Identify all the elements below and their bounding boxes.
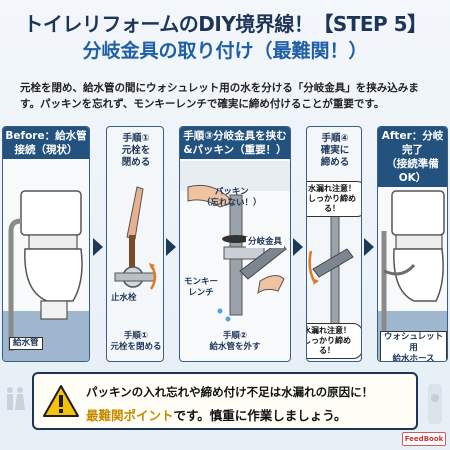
label-supply-pipe: 給水管 xyxy=(9,337,43,350)
water-meter-icon xyxy=(428,384,442,424)
step1-head: 手順① 元栓を 閉める xyxy=(121,133,151,168)
panel-before-head: Before：給水管接続（現状） xyxy=(3,127,89,159)
step3-head: 手順③分岐金具を挟む &パッキン（重要！） xyxy=(180,127,290,159)
label-washlet-hose: ウォシュレット用 給水ホース xyxy=(380,331,447,361)
label-monkey-wrench: モンキー レンチ xyxy=(184,277,219,298)
feedbook-logo: FeedBook xyxy=(402,432,446,446)
warning-emphasis: 最難関ポイント xyxy=(86,408,174,423)
panels-row: Before：給水管接続（現状） 給水管 手順① 元栓を 閉める 止水栓 手順①… xyxy=(2,126,448,366)
valve-hand-illustration xyxy=(114,186,157,290)
arrow-4 xyxy=(364,238,374,256)
warning-line2-rest: です。慎重に作業しましょう。 xyxy=(173,408,347,423)
step2-caption: 手順② 給水管を外す xyxy=(209,331,261,352)
step1-caption: 手順① 元栓を閉める xyxy=(110,331,162,352)
panel-step1: 手順① 元栓を 閉める 止水栓 手順① 元栓を閉める xyxy=(106,126,164,362)
warning-line2: 最難関ポイントです。慎重に作業しましょう。 xyxy=(86,405,347,424)
panel-after-head: After：分岐完了 （接続準備OK） xyxy=(378,127,447,187)
warning-triangle-icon xyxy=(43,385,79,417)
bathroom-sign-icon xyxy=(7,387,25,410)
panel-step4: 手順④ 確実に 締める 水漏れ注意！ しっかり締める！ 水漏れ注意！ しっかり締… xyxy=(306,126,362,362)
arrow-1 xyxy=(93,238,103,256)
page-title-line1: トイレリフォームのDIY境界線！【STEP 5】 xyxy=(23,12,427,36)
bubble-leak-warning-bottom: 水漏れ注意！ しっかり締める！ xyxy=(307,323,361,359)
arrow-2 xyxy=(166,238,176,256)
fitting-install-illustration xyxy=(180,161,290,322)
page-title-line2: 分岐金具の取り付け（最難関！） xyxy=(82,40,368,62)
label-packing: パッキン （忘れない！） xyxy=(202,187,262,208)
label-stop-valve: 止水栓 xyxy=(111,293,137,303)
panel-before: Before：給水管接続（現状） 給水管 xyxy=(2,126,90,362)
step4-head: 手順④ 確実に 締める xyxy=(320,133,350,168)
bubble-leak-warning-top: 水漏れ注意！ しっかり締める！ xyxy=(307,181,361,217)
warning-box: パッキンの入れ忘れや締め付け不足は水漏れの原因に！ 最難関ポイントです。慎重に作… xyxy=(32,372,418,430)
intro-text: 元栓を閉め、給水管の間にウォシュレット用の水を分ける「分岐金具」を挟み込みます。… xyxy=(20,82,419,110)
toilet-before-illustration xyxy=(3,190,89,361)
warning-line1: パッキンの入れ忘れや締め付け不足は水漏れの原因に！ xyxy=(86,385,374,399)
panel-step3: 手順③分岐金具を挟む &パッキン（重要！） パッキン （忘れない！） 分岐金具 … xyxy=(179,126,291,362)
arrow-3 xyxy=(293,238,303,256)
panel-after: After：分岐完了 （接続準備OK） ウォシュレット用 給水ホース xyxy=(377,126,448,362)
label-branch-fitting: 分岐金具 xyxy=(246,237,285,248)
